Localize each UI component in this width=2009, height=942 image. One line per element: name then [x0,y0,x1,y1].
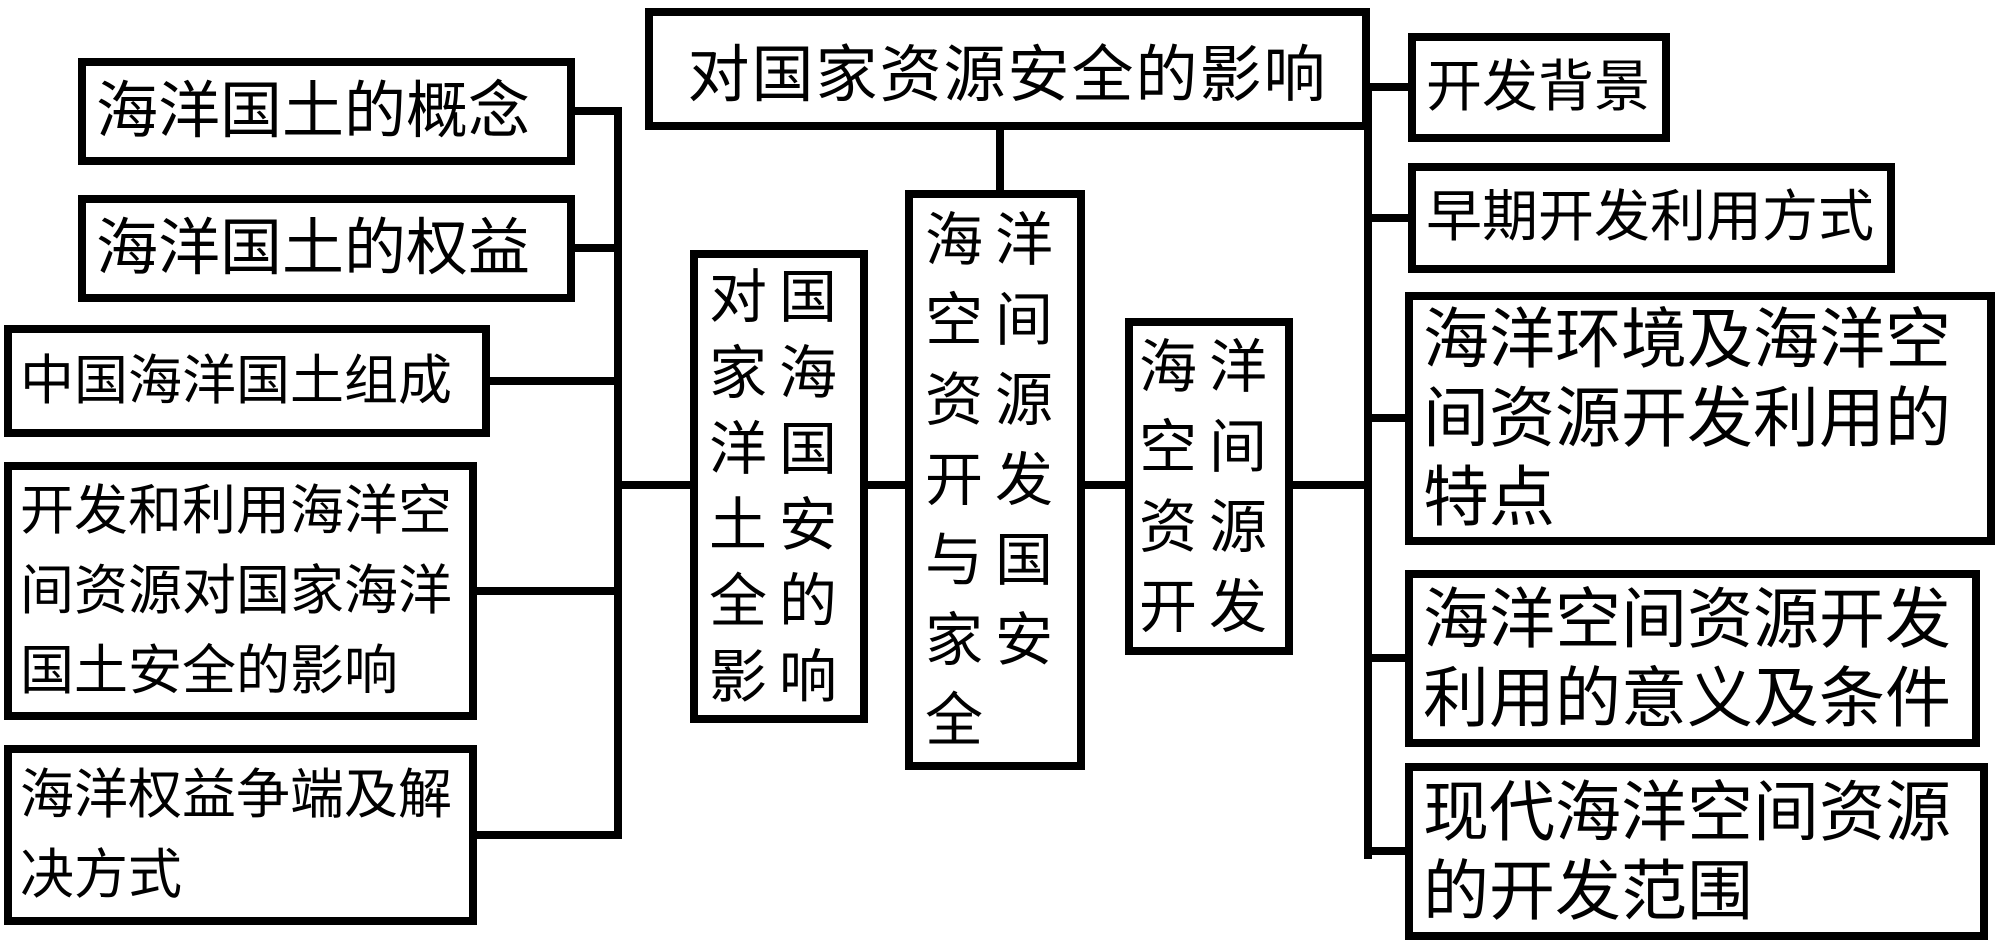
connector-right-stub-1 [1368,83,1412,91]
connector-top-to-center [996,130,1004,192]
node-rights-disputes-and-solutions: 海洋权益争端及解决方式 [4,745,477,925]
node-label: 海洋国土的权益 [96,211,531,285]
connector-left-stub-2 [575,244,622,252]
node-ocean-territory-concept: 海洋国土的概念 [78,58,575,165]
node-ocean-space-resource-development: 海洋空间资源开发 [1125,318,1293,655]
node-environment-and-utilization-characteristics: 海洋环境及海洋空间资源开发利用的特点 [1405,292,1995,545]
connector-left-stub-3 [486,377,622,385]
node-label: 早期开发利用方式 [1426,185,1874,251]
node-label: 海洋权益争端及解决方式 [20,763,452,906]
connector-left-root-to-center [864,481,913,489]
connector-right-stub-2 [1368,214,1412,222]
connector-right-root-to-trunk [1289,481,1372,489]
node-label: 开发和利用海洋空间资源对国家海洋国土安全的影响 [20,479,452,702]
connector-trunk-to-left-root [614,481,698,489]
node-label: 海洋空间资源开发与国家安全 [925,206,1066,754]
node-label: 海洋空间资源开发利用的意义及条件 [1423,580,1951,737]
node-early-development-methods: 早期开发利用方式 [1408,163,1895,273]
node-label: 对国家海洋国土安全的影响 [709,262,850,711]
connector-left-stub-1 [575,107,622,115]
connector-right-trunk-line [1364,83,1372,859]
node-label: 开发背景 [1426,54,1650,120]
connector-right-stub-5 [1368,847,1412,855]
node-label: 现代海洋空间资源的开发范围 [1423,773,1951,930]
node-label: 对国家资源安全的影响 [687,38,1328,111]
node-label: 中国海洋国土组成 [20,349,452,412]
node-impact-on-national-ocean-territory-security: 对国家海洋国土安全的影响 [690,250,868,723]
connector-left-stub-5 [473,831,622,839]
connector-center-to-right-root [1081,481,1129,489]
node-label: 海洋环境及海洋空间资源开发利用的特点 [1423,301,1951,536]
node-modern-development-scope: 现代海洋空间资源的开发范围 [1405,763,1988,940]
node-development-impact-on-territory-security: 开发和利用海洋空间资源对国家海洋国土安全的影响 [4,462,477,720]
connector-right-stub-3 [1368,414,1412,422]
connector-left-stub-4 [473,587,622,595]
connector-right-stub-4 [1368,654,1412,662]
connector-left-trunk-line [614,107,622,839]
node-label: 海洋国土的概念 [96,74,531,148]
node-ocean-territory-rights: 海洋国土的权益 [78,195,575,302]
node-significance-and-conditions: 海洋空间资源开发利用的意义及条件 [1405,570,1980,747]
node-label: 海洋空间资源开发 [1139,332,1280,641]
node-development-background: 开发背景 [1408,33,1670,142]
node-ocean-space-resources-and-national-security: 海洋空间资源开发与国家安全 [905,190,1085,770]
node-impact-on-national-resource-security: 对国家资源安全的影响 [645,8,1370,130]
node-china-ocean-territory-composition: 中国海洋国土组成 [4,325,490,437]
